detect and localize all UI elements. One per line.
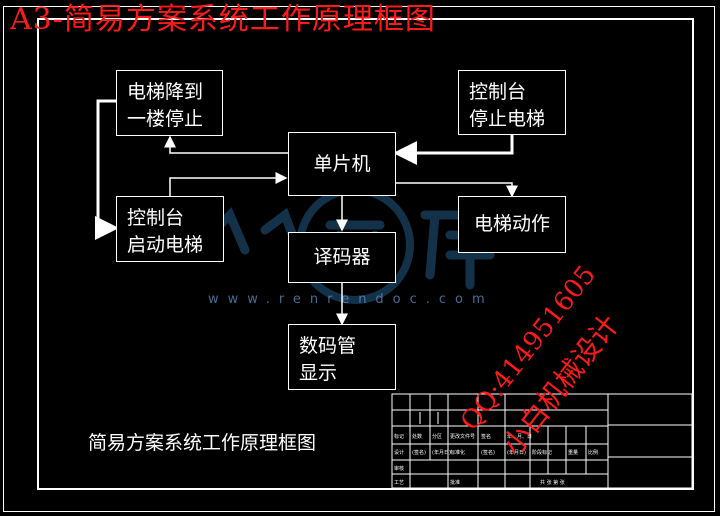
link-mcu-to-action [396, 182, 518, 198]
tb-label-sheets: 共 张 第 张 [540, 480, 565, 486]
drawing-inner-frame [37, 18, 694, 490]
watermark-url: www.renrendoc.com [208, 292, 494, 307]
tb-label-design-date: (年月日) [432, 450, 451, 456]
tb-label-standard: 标准化 [450, 450, 466, 456]
box-elevator-down-stop: 电梯降到 一楼停止 [116, 70, 223, 136]
drawing-title: A3-简易方案系统工作原理框图 [10, 2, 436, 37]
tb-label-change-doc: 更改文件号 [450, 434, 476, 440]
link-loop [95, 99, 119, 240]
tb-label-approve: 批准 [450, 480, 461, 486]
tb-label-sign: 签名 [481, 434, 492, 440]
tb-label-standard-sign: (签名) [481, 450, 495, 456]
tb-label-stage: 阶段标记 [532, 450, 553, 456]
box-mcu: 单片机 [288, 132, 396, 196]
link-stop-to-mcu [393, 133, 514, 165]
box-elevator-action: 电梯动作 [458, 196, 566, 253]
link-start-to-mcu [169, 172, 288, 196]
box-console-stop: 控制台 停止电梯 [458, 70, 566, 135]
tb-label-count: 处数 [412, 434, 423, 440]
drawing-outer-frame [3, 6, 715, 512]
tb-label-scale: 比例 [588, 450, 599, 456]
box-display: 数码管 显示 [288, 324, 396, 390]
diagram-caption: 简易方案系统工作原理框图 [88, 432, 317, 454]
tb-label-design-sign: (签名) [412, 450, 426, 456]
tb-label-design: 设计 [394, 450, 405, 456]
tb-label-mark: 标记 [394, 434, 405, 440]
link-mcu-to-down [164, 135, 288, 154]
tb-label-date: 年、月、日 [507, 434, 533, 440]
tb-label-zone: 分区 [432, 434, 443, 440]
tb-label-review: 审核 [394, 466, 405, 472]
tb-label-standard-date: (年月日) [507, 450, 526, 456]
box-decoder: 译码器 [288, 232, 396, 283]
box-console-start: 控制台 启动电梯 [116, 196, 224, 262]
tb-label-weight: 重量 [568, 450, 579, 456]
tb-label-process: 工艺 [394, 480, 405, 486]
